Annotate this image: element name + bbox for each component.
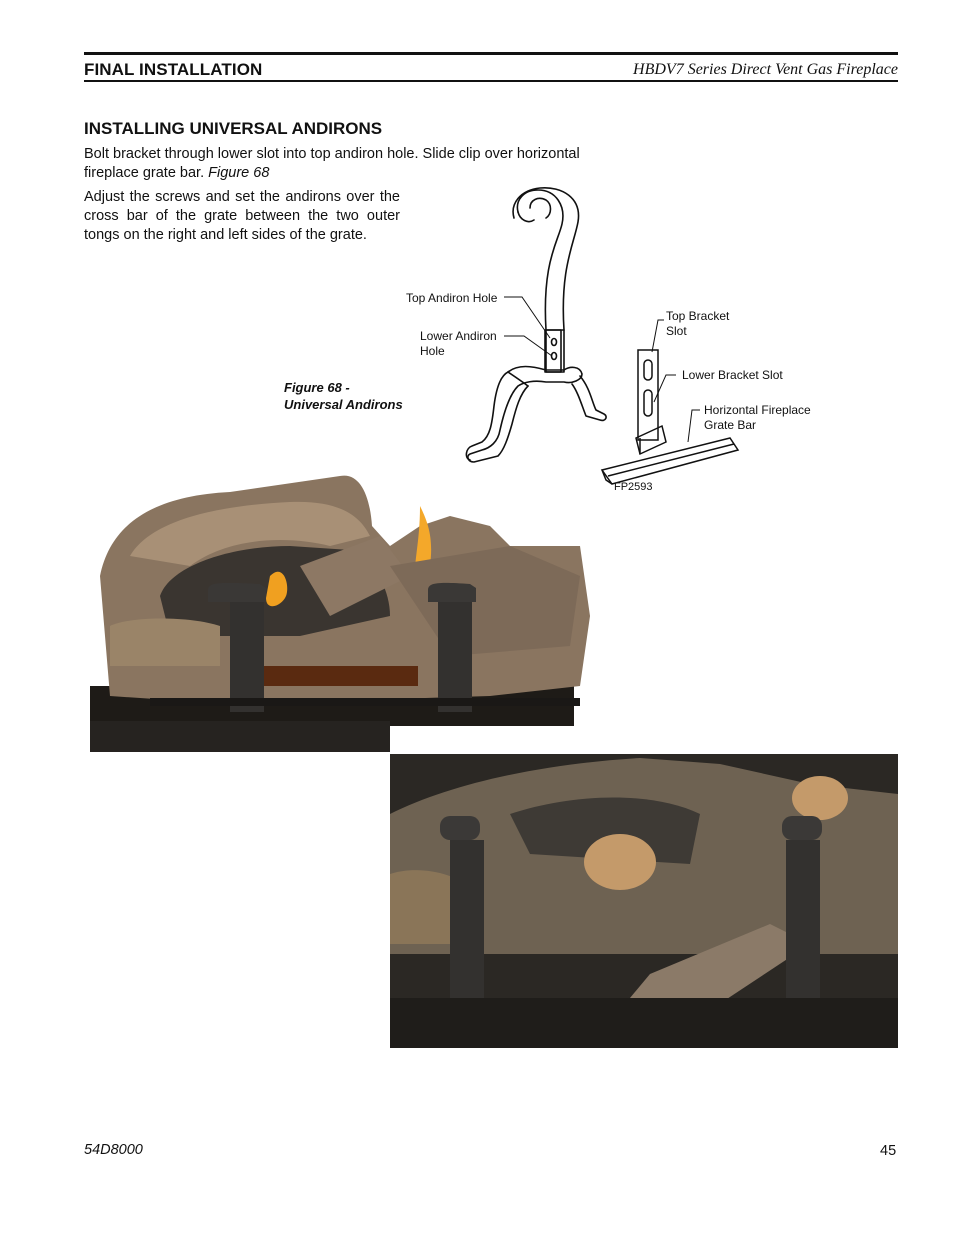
photo-andirons-front <box>90 466 600 752</box>
part-code: FP2593 <box>614 481 653 493</box>
label-lower-bracket-slot: Lower Bracket Slot <box>682 368 783 382</box>
figure-reference: Figure 68 <box>208 165 270 181</box>
document-title: HBDV7 Series Direct Vent Gas Fireplace <box>633 61 898 78</box>
figure-caption: Figure 68 -Universal Andirons <box>284 380 403 412</box>
heading: INSTALLING UNIVERSAL ANDIRONS <box>84 119 383 138</box>
paragraph-2: Adjust the screws and set the andirons o… <box>84 189 400 243</box>
section-title: FINAL INSTALLATION <box>84 60 263 79</box>
photo-andirons-angle <box>390 754 898 1048</box>
label-top-andiron-hole: Top Andiron Hole <box>406 291 498 305</box>
page-number: 45 <box>880 1143 897 1159</box>
doc-number: 54D8000 <box>84 1142 143 1158</box>
header-rule-bottom <box>84 80 898 82</box>
andiron-diagram <box>465 187 740 485</box>
header-rule-top <box>84 52 898 55</box>
paragraph-1: Bolt bracket through lower slot into top… <box>84 146 580 181</box>
